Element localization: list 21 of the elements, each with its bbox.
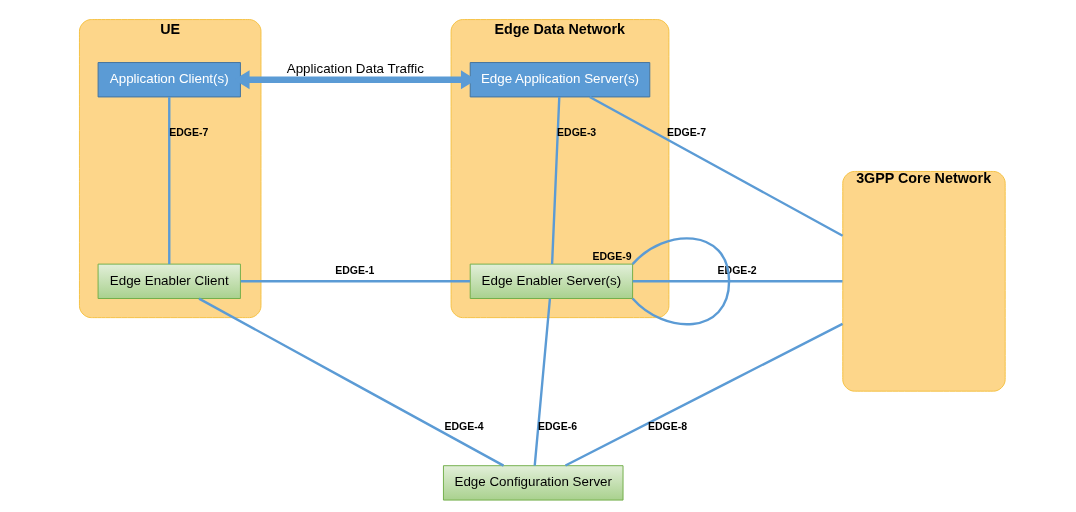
edge-label: EDGE-4 <box>443 420 483 433</box>
edge-label: Application Data Traffic <box>286 61 424 77</box>
connector <box>167 97 170 265</box>
connector <box>533 298 551 466</box>
connector <box>631 237 730 326</box>
connector <box>564 322 843 467</box>
edge-label: EDGE-1 <box>334 264 374 277</box>
node-box: Edge Enabler Client <box>97 263 241 299</box>
node-box: Application Client(s) <box>97 62 241 98</box>
node-box: 3GPP Core Network <box>841 170 1006 392</box>
connector <box>240 280 470 283</box>
node-box: Edge Configuration Server <box>442 465 624 501</box>
edge-label: EDGE-7 <box>168 125 208 138</box>
node-box: Edge Enabler Server(s) <box>469 263 633 299</box>
connector <box>197 297 504 467</box>
edge-label: EDGE-9 <box>591 250 632 263</box>
connector <box>632 280 842 283</box>
connector <box>588 96 843 237</box>
node-box: Edge Application Server(s) <box>469 62 650 98</box>
connector <box>550 96 560 265</box>
edge-label: EDGE-8 <box>647 420 687 433</box>
